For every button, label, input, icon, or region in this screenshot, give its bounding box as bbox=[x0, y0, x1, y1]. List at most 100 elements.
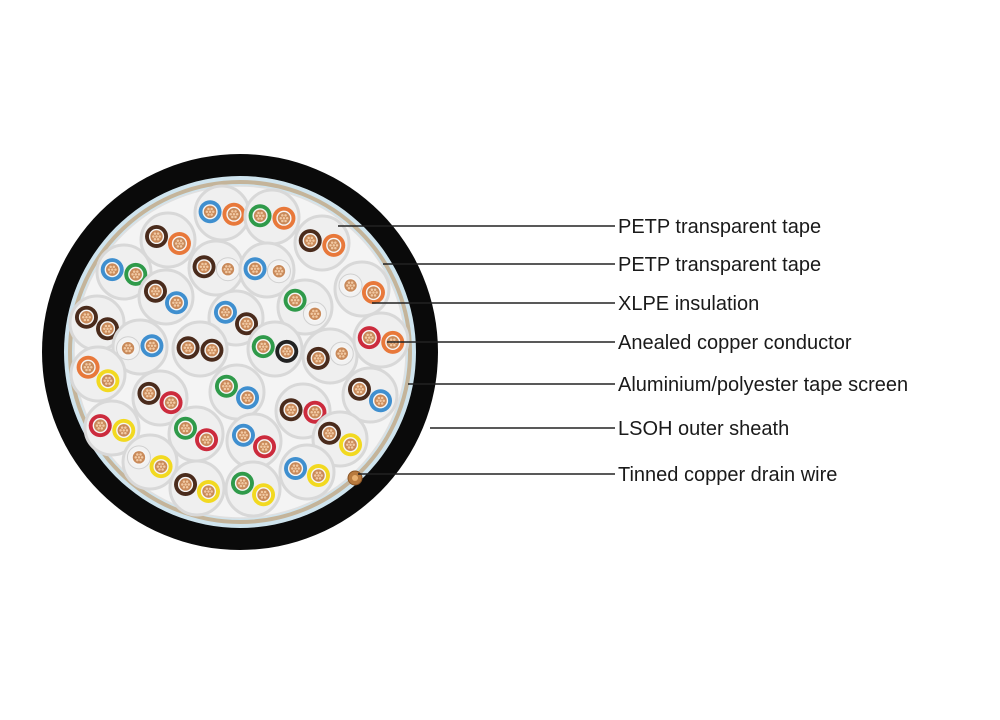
insulated-core bbox=[357, 326, 381, 350]
insulated-core bbox=[176, 336, 200, 360]
twisted-pair bbox=[293, 214, 351, 272]
insulated-core bbox=[361, 281, 385, 305]
insulated-core bbox=[230, 471, 254, 495]
twisted-pair bbox=[352, 311, 410, 369]
label-aluminium-polyester-tape-screen: Aluminium/polyester tape screen bbox=[618, 374, 908, 396]
twisted-pair bbox=[131, 369, 189, 427]
insulated-core bbox=[279, 398, 303, 422]
twisted-pair bbox=[167, 405, 225, 463]
insulated-core bbox=[283, 288, 307, 312]
insulated-core bbox=[347, 377, 371, 401]
twisted-pair bbox=[276, 278, 334, 336]
twisted-pair bbox=[69, 345, 127, 403]
insulated-core bbox=[306, 464, 330, 488]
insulated-core bbox=[76, 355, 100, 379]
twisted-pair bbox=[187, 239, 245, 297]
twisted-pair bbox=[83, 399, 141, 457]
insulated-core bbox=[369, 389, 393, 413]
insulated-core bbox=[298, 229, 322, 253]
insulated-core bbox=[140, 334, 164, 358]
insulated-core bbox=[303, 400, 327, 424]
twisted-pair bbox=[243, 188, 301, 246]
insulated-core bbox=[306, 346, 330, 370]
insulated-core bbox=[329, 341, 354, 366]
insulated-core bbox=[235, 312, 259, 336]
twisted-pair bbox=[246, 320, 304, 378]
twisted-pair bbox=[278, 443, 336, 501]
label-tinned-copper-drain-wire: Tinned copper drain wire bbox=[618, 464, 837, 486]
insulated-core bbox=[149, 455, 173, 479]
insulated-core bbox=[266, 259, 291, 284]
insulated-core bbox=[251, 335, 275, 359]
insulated-core bbox=[248, 204, 272, 228]
insulated-core bbox=[243, 257, 267, 281]
insulated-core bbox=[165, 291, 189, 315]
label-petp-transparent-tape-2: PETP transparent tape bbox=[618, 254, 821, 276]
insulated-core bbox=[137, 381, 161, 405]
twisted-pair bbox=[95, 243, 153, 301]
label-petp-transparent-tape-1: PETP transparent tape bbox=[618, 216, 821, 238]
insulated-core bbox=[126, 445, 151, 470]
insulated-core bbox=[198, 200, 222, 224]
twisted-pair bbox=[238, 241, 296, 299]
insulated-core bbox=[116, 336, 141, 361]
insulated-core bbox=[143, 279, 167, 303]
insulated-core bbox=[338, 273, 363, 298]
insulated-core bbox=[145, 224, 169, 248]
insulated-core bbox=[100, 258, 124, 282]
label-anealed-copper-conductor: Anealed copper conductor bbox=[618, 332, 852, 354]
insulated-core bbox=[322, 233, 346, 257]
insulated-core bbox=[317, 421, 341, 445]
twisted-pairs bbox=[68, 184, 410, 518]
insulated-core bbox=[213, 300, 237, 324]
twisted-pair bbox=[341, 366, 399, 424]
label-xlpe-insulation: XLPE insulation bbox=[618, 293, 759, 315]
cable-cross-section bbox=[42, 154, 438, 550]
insulated-core bbox=[222, 202, 246, 226]
twisted-pair bbox=[193, 184, 251, 242]
insulated-core bbox=[192, 255, 216, 279]
twisted-pair bbox=[207, 289, 265, 347]
insulated-core bbox=[174, 472, 198, 496]
leader-lines bbox=[338, 225, 615, 475]
twisted-pair bbox=[301, 327, 359, 385]
insulated-core bbox=[284, 456, 308, 480]
insulated-core bbox=[214, 374, 238, 398]
insulated-core bbox=[112, 418, 136, 442]
insulated-core bbox=[196, 480, 220, 504]
twisted-pair bbox=[224, 460, 282, 518]
twisted-pair bbox=[333, 260, 391, 318]
insulated-core bbox=[96, 317, 120, 341]
insulated-core bbox=[215, 257, 240, 282]
drain-wire bbox=[347, 470, 363, 486]
insulated-core bbox=[231, 423, 255, 447]
insulated-core bbox=[272, 206, 296, 230]
twisted-pair bbox=[111, 318, 169, 376]
twisted-pair bbox=[208, 363, 266, 421]
twisted-pair bbox=[225, 412, 283, 470]
twisted-pair bbox=[68, 294, 126, 352]
insulated-core bbox=[302, 301, 327, 326]
insulated-core bbox=[195, 428, 219, 452]
insulated-core bbox=[339, 433, 363, 457]
insulated-core bbox=[124, 262, 148, 286]
twisted-pair bbox=[137, 268, 195, 326]
aluminium-polyester-screen bbox=[68, 180, 412, 524]
insulated-core bbox=[74, 305, 98, 329]
component-labels: PETP transparent tape PETP transparent t… bbox=[618, 216, 908, 486]
insulated-core bbox=[252, 483, 276, 507]
insulated-core bbox=[88, 414, 112, 438]
insulated-core bbox=[200, 338, 224, 362]
twisted-pair bbox=[139, 211, 197, 269]
insulated-core bbox=[173, 416, 197, 440]
twisted-pair bbox=[168, 459, 226, 517]
twisted-pair bbox=[171, 320, 229, 378]
insulated-core bbox=[96, 369, 120, 393]
insulated-core bbox=[167, 232, 191, 256]
insulated-core bbox=[236, 386, 260, 410]
label-lsoh-outer-sheath: LSOH outer sheath bbox=[618, 418, 789, 440]
insulated-core bbox=[159, 391, 183, 415]
insulated-core bbox=[253, 435, 277, 459]
insulated-core bbox=[275, 339, 299, 363]
